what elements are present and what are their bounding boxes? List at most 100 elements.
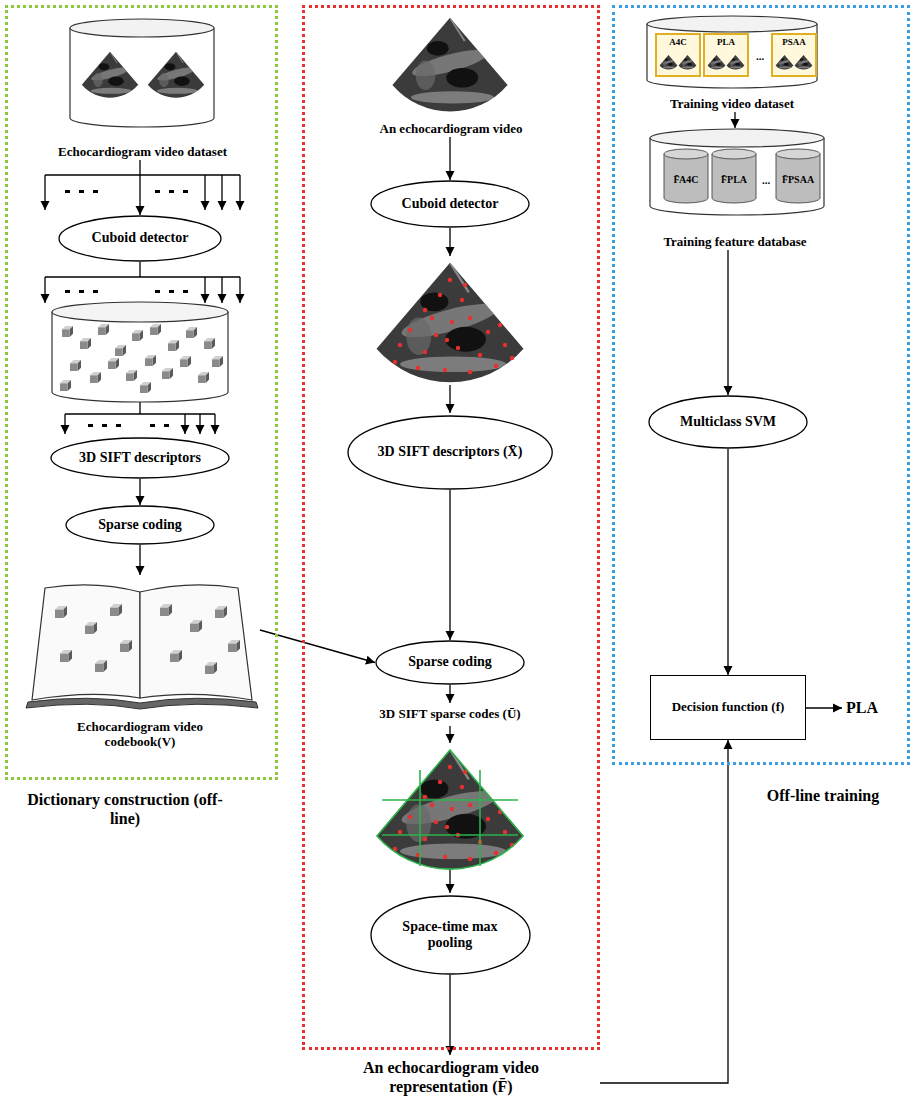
dashed-panel: Off-line trainingTraining video datasetT… — [612, 5, 910, 820]
echo-image-interest-points — [463, 283, 467, 287]
fan-arrows — [221, 277, 222, 303]
database-cylinder — [82, 52, 138, 98]
label-anchor: PLA — [717, 37, 735, 47]
echo-image-grid — [382, 834, 518, 836]
training-cylinder — [647, 16, 817, 32]
training-cylinder — [647, 16, 817, 88]
process-ellipse: Cuboid detector — [58, 215, 222, 262]
database-cylinder — [70, 28, 214, 127]
process-label: Multiclass SVM — [680, 414, 776, 430]
fan-arrows — [199, 414, 200, 434]
echo-image-grid — [377, 750, 524, 870]
class-tag: PSAA — [782, 37, 806, 47]
training-cylinder — [656, 34, 700, 76]
fan-arrows — [45, 174, 240, 175]
decision-label: Decision function (f) — [672, 700, 785, 715]
codebook-book — [170, 650, 182, 662]
codebook-book — [26, 698, 258, 709]
fan-arrows — [184, 414, 185, 434]
echo-image-interest-points — [486, 330, 490, 334]
class-tag: ... — [756, 50, 764, 63]
cuboid-cylinder — [62, 326, 73, 337]
training-cylinder — [660, 55, 678, 70]
decision-box: Decision function (f) — [650, 675, 806, 740]
cuboid-cylinder — [60, 380, 71, 391]
echo-image-interest-points — [408, 328, 412, 332]
cuboid-cylinder — [204, 338, 215, 349]
training-cylinder — [776, 55, 794, 70]
fan-arrows — [64, 414, 65, 434]
echo-image-interest-points — [450, 320, 454, 324]
cuboid-cylinder — [126, 370, 137, 381]
feature-database — [776, 154, 820, 203]
echo-image-interest-points — [468, 370, 472, 374]
echo-image-interest-points — [434, 333, 438, 337]
ellipsis-dots — [88, 424, 93, 427]
echo-image-interest-points — [478, 353, 482, 357]
cuboid-cylinder — [145, 355, 156, 366]
training-cylinder — [708, 55, 726, 70]
echo-image-interest-points — [468, 316, 472, 320]
codebook-book — [95, 660, 107, 672]
feature-database — [776, 149, 820, 159]
process-ellipse: Sparse coding — [65, 505, 215, 545]
ellipsis-dots — [102, 424, 107, 427]
fan-arrows — [239, 277, 240, 303]
feature-database — [712, 149, 756, 159]
label-anchor: F̄A4C — [674, 174, 699, 186]
flow-arrow — [449, 137, 450, 180]
fan-arrows — [204, 175, 205, 210]
cuboid-cylinder — [198, 372, 209, 383]
ellipse-outline — [371, 896, 530, 974]
image-node: Echocardiogram video codebook(V) — [20, 575, 260, 750]
feature-database — [664, 149, 708, 159]
codebook-book — [32, 585, 140, 700]
panel-border — [5, 5, 278, 780]
echo-image-grid — [377, 750, 523, 869]
process-ellipse: 3D SIFT descriptors — [50, 437, 230, 479]
flow-arrows — [449, 726, 450, 743]
codebook-book — [26, 585, 258, 709]
flow-arrow — [734, 112, 735, 128]
database-cylinder — [148, 52, 204, 98]
ellipsis-dots — [65, 290, 70, 293]
feature-database — [650, 129, 824, 215]
fan-arrows — [214, 414, 215, 434]
training-cylinder — [795, 55, 813, 70]
echo-image-interest-points — [416, 366, 420, 370]
echo-image-interest-points — [423, 350, 427, 354]
process-ellipse: Space-time max pooling — [370, 895, 531, 975]
flow-arrows — [449, 385, 450, 413]
cuboid-cylinder — [52, 302, 228, 322]
process-ellipse: Multiclass SVM — [648, 395, 808, 449]
class-tag: F̄PLA — [721, 174, 747, 186]
ellipsis-dots — [65, 190, 70, 193]
fan-arrows — [65, 413, 215, 414]
cuboid-cylinder — [186, 327, 197, 338]
process-label: Space-time max pooling — [395, 919, 505, 951]
cuboid-cylinder — [168, 340, 179, 351]
process-label: Cuboid detector — [402, 196, 499, 212]
echo-image-interest-points — [393, 278, 514, 374]
ellipsis-dots — [79, 190, 84, 193]
codebook-book — [140, 585, 252, 700]
label-anchor: F̄PLA — [721, 174, 747, 186]
class-tag: F̄A4C — [674, 174, 699, 186]
codebook-book — [215, 606, 227, 618]
ellipsis-dots — [155, 190, 160, 193]
echo-image-interest-points — [398, 343, 402, 347]
codebook-book — [110, 604, 122, 616]
flow-arrow — [600, 740, 728, 1083]
feature-database — [650, 129, 824, 147]
label-anchor: PSAA — [782, 37, 806, 47]
echo-image-interest-points — [445, 338, 449, 342]
process-label: Sparse coding — [408, 654, 492, 670]
echo-image-interest-points — [510, 356, 514, 360]
echo-image-interest-points — [430, 316, 434, 320]
flow-arrow — [727, 250, 728, 395]
feature-database — [664, 154, 708, 203]
database-cylinder — [70, 19, 214, 127]
echo-image-grid — [393, 765, 514, 861]
echo-image-interest-points — [448, 278, 452, 282]
